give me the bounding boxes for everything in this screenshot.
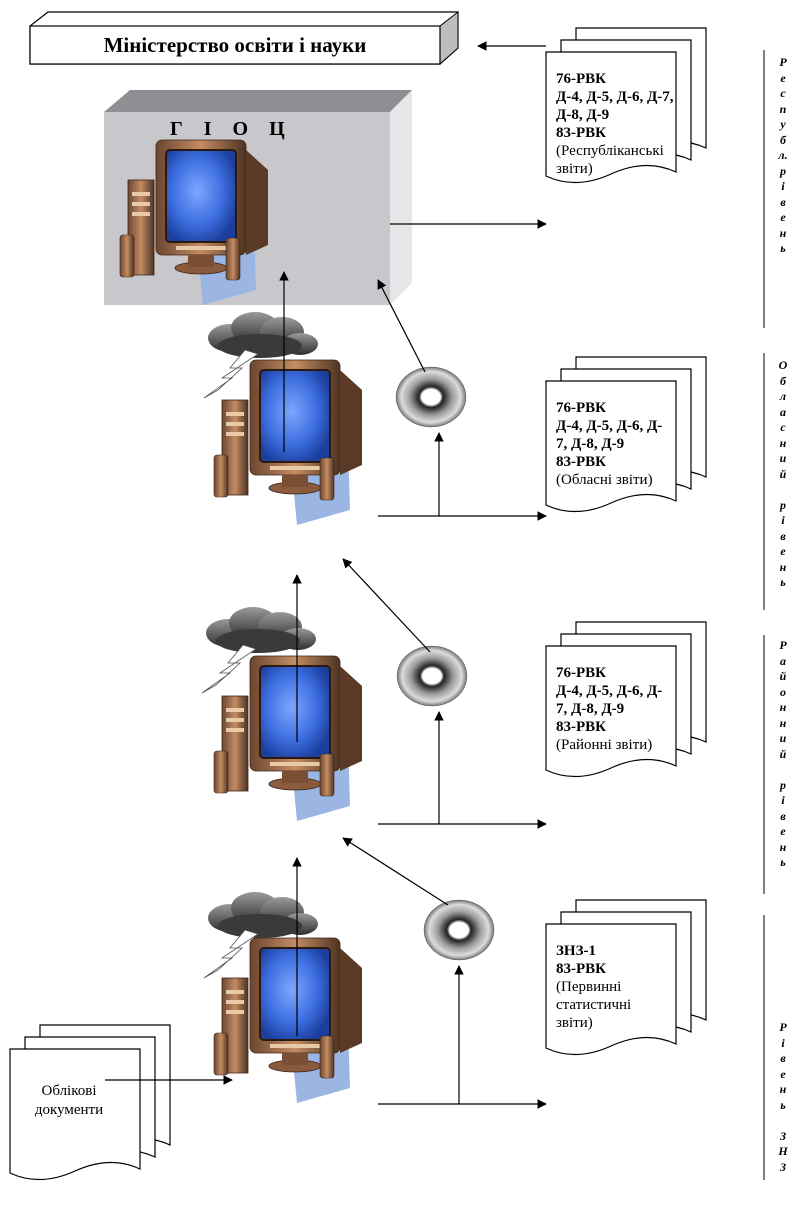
level-label-char: п xyxy=(779,101,787,116)
level-label-char: Р xyxy=(779,638,787,652)
oblast-report-text: 76-РВК Д-4, Д-5, Д-6, Д- 7, Д-8, Д-9 83-… xyxy=(556,400,663,488)
level-label-char: е xyxy=(780,210,786,224)
level-label-char: и xyxy=(779,451,787,465)
level-label-char: е xyxy=(780,544,786,558)
level-label-char: в xyxy=(780,808,786,823)
level-label-char: б xyxy=(780,132,786,147)
level-label-char: н xyxy=(779,839,787,854)
level-label-char: О xyxy=(778,358,788,372)
level-label-char: ь xyxy=(780,241,786,255)
level-label-char: й xyxy=(779,466,787,481)
level-label-char: с xyxy=(780,86,786,100)
level-label-char xyxy=(776,1113,790,1129)
oblast-computer xyxy=(213,359,363,526)
level-label-char: Н xyxy=(778,1144,788,1158)
level-label-char: о xyxy=(780,684,786,699)
level-label-char: н xyxy=(779,559,787,574)
level-label-char xyxy=(776,482,790,498)
republic-report-text: 76-РВК Д-4, Д-5, Д-6, Д-7, Д-8, Д-9 83-Р… xyxy=(556,71,674,177)
level-label-char: н xyxy=(779,1082,787,1096)
level-label-char: н xyxy=(779,700,787,714)
level-label-char: Р xyxy=(779,55,787,69)
level-label-char: в xyxy=(780,194,786,209)
level-label-char: і xyxy=(781,513,785,527)
level-label-char: З xyxy=(779,1128,787,1143)
level-label-char: е xyxy=(780,70,786,85)
level-label-char: ь xyxy=(780,855,786,869)
ministry-title: Міністерство освіти і науки xyxy=(103,32,367,57)
level-label-char: и xyxy=(779,731,787,745)
level-label-char: н xyxy=(779,225,787,240)
level-label-char: р xyxy=(780,497,786,512)
level-label-char: у xyxy=(780,117,786,131)
district-computer xyxy=(213,655,363,822)
level-label-char: р xyxy=(780,163,786,178)
school-report-text: ЗНЗ-1 83-РВК (Первинні статистичні звіти… xyxy=(556,943,632,1031)
disc-icon xyxy=(423,899,495,961)
level-label-char: в xyxy=(780,1051,786,1065)
level-label-char: З xyxy=(779,1159,787,1174)
level-label-char: н xyxy=(779,435,787,450)
gioc-title: Г І О Ц xyxy=(170,118,293,140)
level-label-char: і xyxy=(781,179,785,193)
school-computer xyxy=(213,937,363,1104)
disc-icon xyxy=(396,645,468,707)
disc-icon xyxy=(395,366,467,428)
level-label-char: й xyxy=(779,746,787,761)
level-label-char xyxy=(776,762,790,778)
level-label-char: с xyxy=(780,420,786,434)
level-label-char: л. xyxy=(778,148,788,162)
level-label-char: н xyxy=(779,715,787,730)
level-label-char: і xyxy=(781,1035,785,1050)
level-label-char: а xyxy=(780,653,786,668)
district-report-text: 76-РВК Д-4, Д-5, Д-6, Д- 7, Д-8, Д-9 83-… xyxy=(556,665,663,753)
level-label-char: ь xyxy=(780,575,786,589)
gioc-box xyxy=(104,90,412,306)
level-label-char: е xyxy=(780,824,786,838)
level-label-char: Р xyxy=(779,1020,787,1034)
ministry-box xyxy=(29,10,459,66)
level-label-char: ь xyxy=(780,1097,786,1112)
level-label-char: й xyxy=(779,669,787,683)
source-docs-text: Облікові документи xyxy=(34,1083,104,1118)
level-label-char: і xyxy=(781,793,785,807)
level-label-char: л xyxy=(779,389,787,403)
level-label-char: р xyxy=(780,777,786,792)
level-label-char: а xyxy=(780,404,786,419)
level-label-char: е xyxy=(780,1066,786,1081)
level-label-char: в xyxy=(780,528,786,543)
level-label-char: б xyxy=(780,373,786,388)
flow-arrows xyxy=(105,41,547,1109)
